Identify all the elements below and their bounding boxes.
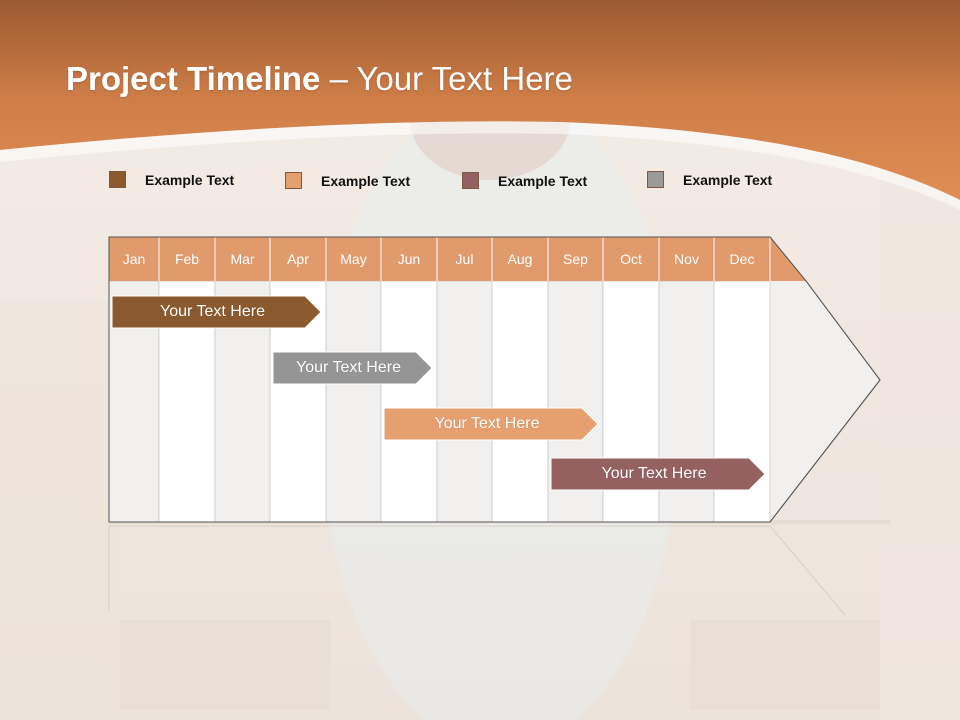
month-label-aug: Aug <box>507 251 533 267</box>
month-column <box>380 280 438 523</box>
month-label-mar: Mar <box>230 251 255 267</box>
month-label-oct: Oct <box>620 251 642 267</box>
task-bar-2[interactable] <box>272 351 433 385</box>
task-label-1: Your Text Here <box>160 303 265 320</box>
legend-item-4: Example Text <box>647 171 772 188</box>
task-bar-4[interactable] <box>550 457 766 491</box>
month-label-jan: Jan <box>122 251 146 267</box>
month-label-nov: Nov <box>674 251 699 267</box>
task-bar-1[interactable] <box>111 295 322 329</box>
month-label-jun: Jun <box>397 251 421 267</box>
legend-swatch <box>462 172 479 189</box>
legend-item-2: Example Text <box>285 172 410 189</box>
arrow-reflection <box>108 525 846 616</box>
month-label-feb: Feb <box>174 251 200 267</box>
task-bar-3[interactable] <box>383 407 599 441</box>
legend-label: Example Text <box>683 171 773 188</box>
task-label-3: Your Text Here <box>434 415 540 432</box>
month-label-apr: Apr <box>287 251 309 267</box>
legend-label: Example Text <box>321 172 411 189</box>
title-rest: – Your Text Here <box>320 60 573 97</box>
header-band <box>0 0 960 200</box>
timeline-arrow-outline <box>108 236 881 523</box>
month-column <box>436 280 493 523</box>
legend-label: Example Text <box>498 172 588 189</box>
legend-item-3: Example Text <box>462 172 587 189</box>
title-bold: Project Timeline <box>66 60 321 97</box>
month-label-may: May <box>340 251 367 267</box>
legend-label: Example Text <box>145 171 235 188</box>
page-title: Project Timeline – Your Text Here <box>66 60 573 98</box>
legend-swatch <box>647 171 664 188</box>
month-header <box>109 237 806 281</box>
month-label-dec: Dec <box>729 251 755 267</box>
legend-swatch <box>285 172 302 189</box>
month-column <box>491 280 549 523</box>
legend-swatch <box>109 171 126 188</box>
task-label-4: Your Text Here <box>601 465 707 482</box>
month-label-sep: Sep <box>563 251 588 267</box>
month-column <box>325 280 382 523</box>
legend-item-1: Example Text <box>109 171 234 188</box>
month-label-jul: Jul <box>455 251 474 267</box>
task-label-2: Your Text Here <box>296 359 401 376</box>
